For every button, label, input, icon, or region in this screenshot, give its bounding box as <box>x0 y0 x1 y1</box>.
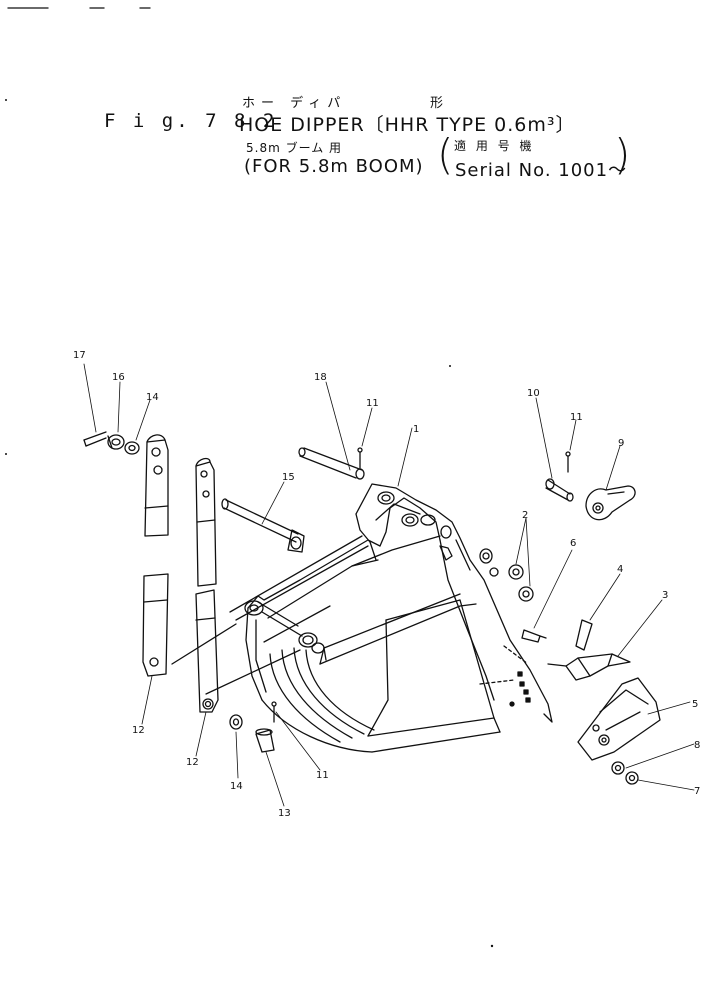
link-12-left <box>142 434 169 677</box>
boom-kana: 5.8m ブーム 用 <box>246 141 343 155</box>
leader-lines <box>83 363 695 807</box>
title-kana-type: 形 <box>430 96 444 111</box>
callout-14-top: 14 <box>146 392 159 403</box>
serial-note: Serial No. 1001～ <box>455 160 628 181</box>
callout-10: 10 <box>527 388 540 399</box>
bolt-15 <box>221 498 305 553</box>
washers-2 <box>508 564 534 602</box>
bolt-6 <box>521 629 547 643</box>
callout-labels: 1 2 3 4 5 6 7 8 9 10 11 11 11 12 12 13 1… <box>73 350 700 819</box>
hardware-bottom-left <box>229 701 277 753</box>
callout-5: 5 <box>692 699 698 710</box>
callout-12-center: 12 <box>186 757 199 768</box>
callout-14-bottom: 14 <box>230 781 243 792</box>
callout-2: 2 <box>522 510 528 521</box>
callout-15: 15 <box>282 472 295 483</box>
hardware-top-left <box>83 431 140 455</box>
hardware-top-right <box>545 451 636 521</box>
callout-18: 18 <box>314 372 327 383</box>
callout-11-center: 11 <box>366 398 379 409</box>
diagram-title: HOE DIPPER〔HHR TYPE 0.6m³〕 <box>239 114 576 136</box>
callout-12-left: 12 <box>132 725 145 736</box>
scan-dots <box>5 99 494 948</box>
callout-17: 17 <box>73 350 86 361</box>
callout-11-right: 11 <box>570 412 583 423</box>
serial-kana: 適 用 号 機 <box>454 139 535 153</box>
serial-close-paren: ) <box>614 130 631 179</box>
pin-4 <box>575 619 593 651</box>
callout-6: 6 <box>570 538 576 549</box>
figure-number: F i g. 7 8 2 <box>104 110 278 132</box>
bucket-cross-rod <box>171 535 369 695</box>
callout-3: 3 <box>662 590 668 601</box>
boom-note: (FOR 5.8m BOOM) <box>244 156 424 177</box>
callout-8: 8 <box>694 740 700 751</box>
callout-13: 13 <box>278 808 291 819</box>
callout-7: 7 <box>694 786 700 797</box>
bucket-body <box>244 483 553 753</box>
callout-1: 1 <box>413 424 419 435</box>
link-12-center <box>195 457 219 713</box>
tooth-3 <box>547 653 631 681</box>
callout-9: 9 <box>618 438 624 449</box>
washer-8-nut-7 <box>611 761 639 785</box>
serial-open-paren: ( <box>437 130 454 179</box>
title-kana: ホー ディパ <box>242 96 347 111</box>
callout-16: 16 <box>112 372 125 383</box>
callout-11-bottom: 11 <box>316 770 329 781</box>
side-cutter-5 <box>577 677 661 761</box>
pin-18 <box>298 447 365 480</box>
callout-4: 4 <box>617 564 623 575</box>
